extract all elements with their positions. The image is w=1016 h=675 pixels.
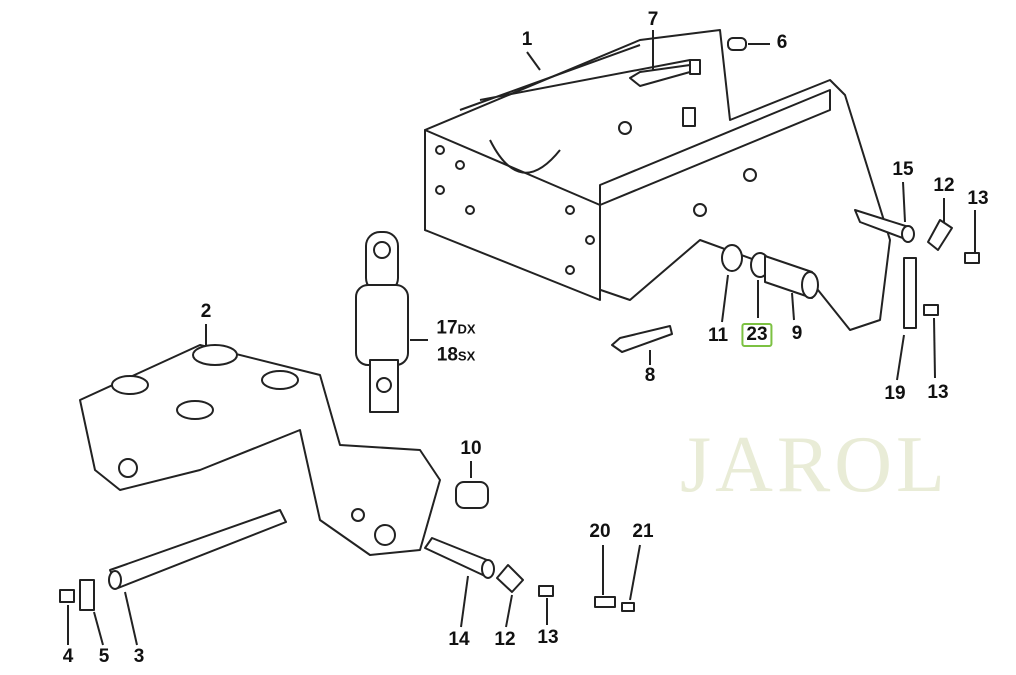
callout-5[interactable]: 5 <box>98 646 110 667</box>
callout-17-suffix: DX <box>457 321 476 337</box>
callout-6[interactable]: 6 <box>776 32 788 53</box>
callout-14[interactable]: 14 <box>448 629 470 650</box>
part-7-bolt <box>629 30 691 87</box>
callout-10[interactable]: 10 <box>460 438 482 459</box>
part-21-screw <box>621 544 641 612</box>
part-14-pin <box>424 537 495 628</box>
callout-19[interactable]: 19 <box>884 383 906 404</box>
watermark: JAROL <box>680 421 949 509</box>
callout-13-right[interactable]: 13 <box>927 382 949 403</box>
callout-11[interactable]: 11 <box>707 325 729 346</box>
part-5-plate <box>79 579 104 646</box>
callout-15[interactable]: 15 <box>892 159 914 180</box>
callout-23-highlighted[interactable]: 23 <box>741 323 773 347</box>
callout-18-sx[interactable]: 18SX <box>436 344 476 367</box>
callout-1[interactable]: 1 <box>521 29 533 50</box>
callout-3[interactable]: 3 <box>133 646 145 667</box>
part-20-bolt <box>594 545 616 608</box>
callout-7[interactable]: 7 <box>647 9 659 30</box>
callout-18-suffix: SX <box>457 348 476 364</box>
part-2-bracket <box>79 324 441 556</box>
callout-18-number: 18 <box>436 344 458 366</box>
callout-8[interactable]: 8 <box>644 365 656 386</box>
part-19-strip <box>896 257 917 381</box>
callout-13[interactable]: 13 <box>967 188 989 209</box>
part-13-bolt-right <box>923 304 939 379</box>
part-15-pin <box>854 181 915 243</box>
part-17-18-cylinder <box>355 231 428 413</box>
callout-13-bottom[interactable]: 13 <box>537 627 559 648</box>
part-8-bolt <box>611 325 673 365</box>
part-10-bushing <box>455 461 489 509</box>
callout-17-number: 17 <box>436 317 458 339</box>
part-4-bolt <box>59 589 75 645</box>
part-12-plate <box>927 198 953 251</box>
callout-9[interactable]: 9 <box>791 323 803 344</box>
callout-4[interactable]: 4 <box>62 646 74 667</box>
part-3-pin <box>108 509 287 646</box>
part-12-plate-bottom <box>496 564 524 628</box>
callout-21[interactable]: 21 <box>632 521 654 542</box>
part-11-ring <box>721 244 743 323</box>
callout-17-dx[interactable]: 17DX <box>436 317 476 340</box>
part-1-front-support <box>424 29 891 331</box>
callout-20[interactable]: 20 <box>589 521 611 542</box>
part-6-bushing <box>727 37 770 51</box>
part-9-pin <box>764 255 819 321</box>
part-13-bolt-bottom <box>538 585 554 625</box>
part-13-bolt <box>964 210 980 264</box>
callout-12[interactable]: 12 <box>933 175 955 196</box>
callout-2[interactable]: 2 <box>200 301 212 322</box>
callout-12-bottom[interactable]: 12 <box>494 629 516 650</box>
